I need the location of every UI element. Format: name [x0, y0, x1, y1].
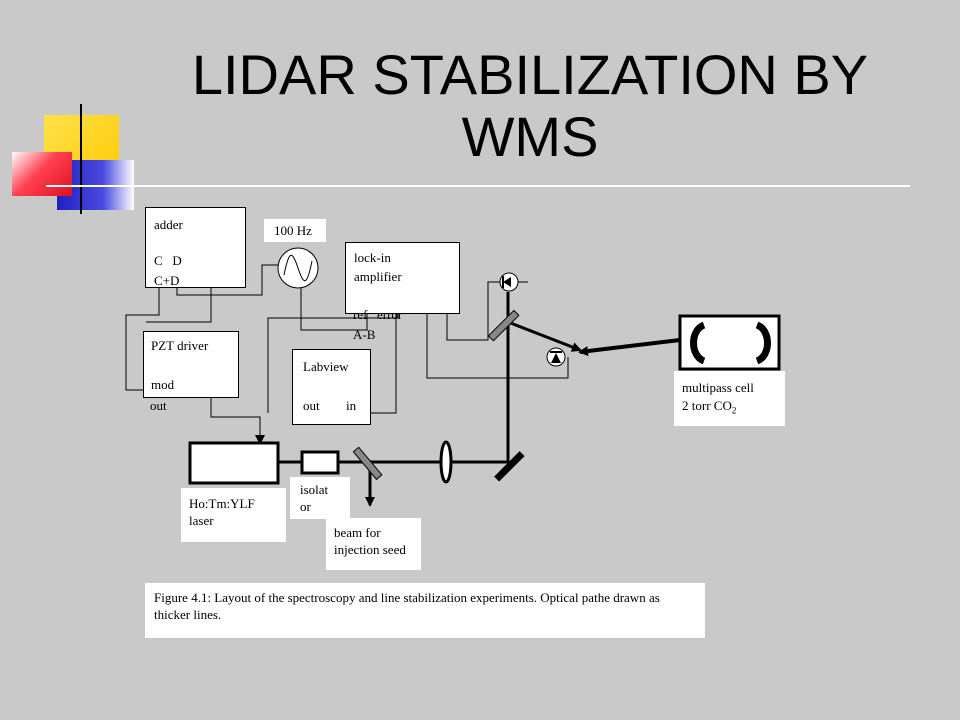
labview-box: Labview out in: [292, 349, 371, 425]
oscillator-label-box: 100 Hz: [264, 219, 326, 242]
photodiode-side-icon: [546, 347, 566, 367]
adder-output: C+D: [154, 273, 180, 288]
isolator-label: isolat or: [300, 482, 329, 514]
cell-pressure: 2 torr CO2: [682, 397, 736, 420]
deco-vertical-line: [80, 104, 82, 214]
figure-caption-box: Figure 4.1: Layout of the spectroscopy a…: [145, 583, 705, 638]
laser-body: [188, 441, 280, 485]
labview-in-label: in: [346, 398, 357, 413]
labview-out-label: out: [303, 398, 320, 413]
figure-caption: Figure 4.1: Layout of the spectroscopy a…: [154, 590, 660, 622]
labview-title: Labview: [303, 359, 349, 374]
isolator-body: [300, 450, 340, 475]
beam-label-box: beam for injection seed: [326, 518, 421, 570]
photodiode-top-icon: [499, 272, 519, 292]
lockin-title: lock-in: [354, 250, 391, 265]
isolator-label-box: isolat or: [290, 477, 350, 519]
lockin-error-label: error: [377, 307, 403, 322]
pzt-out-label: out: [150, 398, 167, 413]
upper-beam-splitter: [487, 309, 520, 342]
deco-red-square: [12, 152, 72, 196]
pzt-title: PZT driver: [151, 338, 209, 353]
cell-label-box: multipass cell 2 torr CO2: [674, 371, 785, 426]
beam-splitter: [352, 446, 383, 481]
slide-title: LIDAR STABILIZATION BY WMS: [191, 43, 869, 168]
cell-pressure-subscript: 2: [731, 405, 737, 416]
adder-box: adder C D C+D: [145, 207, 246, 288]
lens: [439, 440, 453, 484]
beam-label: beam for injection seed: [334, 525, 406, 557]
lockin-subtitle: amplifier: [354, 269, 402, 284]
laser-label-box: Ho:Tm:YLF laser: [181, 488, 286, 542]
lockin-box: lock-in amplifier: [345, 242, 460, 314]
adder-title: adder: [154, 217, 183, 232]
deco-horizontal-line: [46, 185, 910, 187]
multipass-cell-icon: [678, 314, 781, 371]
lockin-ref-label: ref: [353, 307, 368, 322]
pzt-driver-box: PZT driver mod: [143, 331, 239, 398]
fold-mirror: [494, 451, 525, 482]
lockin-diff-label: A-B: [353, 327, 376, 342]
pzt-mod-label: mod: [151, 377, 175, 392]
cell-label: multipass cell: [682, 380, 754, 395]
cell-pressure-text: 2 torr CO: [682, 398, 732, 413]
laser-label: Ho:Tm:YLF laser: [189, 496, 255, 528]
return-beam-arrow: [578, 338, 681, 357]
sine-wave-icon: [277, 247, 319, 289]
adder-inputs: C D: [154, 253, 182, 268]
oscillator-frequency: 100 Hz: [274, 223, 312, 238]
